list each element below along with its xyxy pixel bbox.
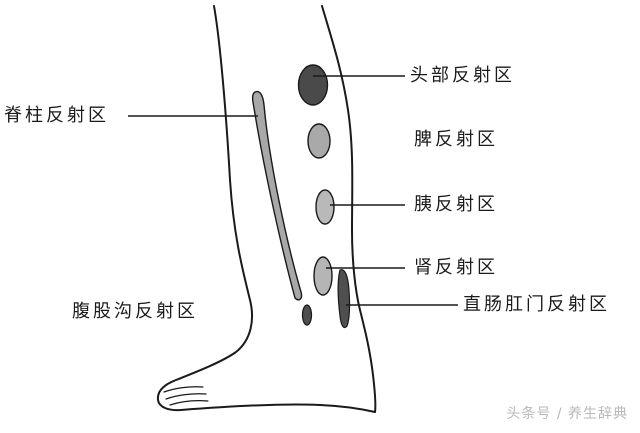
leg-outline-back: [156, 5, 376, 413]
kidney-reflex-zone: [313, 256, 333, 296]
pancreas-reflex-zone: [315, 189, 335, 225]
groin-reflex-label: 腹股沟反射区: [72, 301, 198, 322]
spleen-reflex-label: 脾反射区: [414, 129, 498, 150]
groin-reflex-zone: [301, 304, 313, 326]
pancreas-reflex-label: 胰反射区: [414, 194, 498, 215]
kidney-reflex-label: 肾反射区: [414, 257, 498, 278]
toe-lines: [163, 386, 209, 406]
rectum-anus-reflex-zone: [337, 269, 351, 329]
leg-outline-front: [321, 5, 377, 413]
spleen-reflex-zone: [307, 123, 331, 159]
rectum-anus-reflex-label: 直肠肛门反射区: [463, 294, 610, 315]
spine-reflex-label: 脊柱反射区: [4, 105, 109, 126]
head-reflex-zone: [297, 64, 329, 106]
spine-reflex-zone: [251, 90, 303, 301]
watermark-text: 头条号 / 养生辞典: [506, 406, 628, 422]
head-reflex-label: 头部反射区: [410, 65, 515, 86]
